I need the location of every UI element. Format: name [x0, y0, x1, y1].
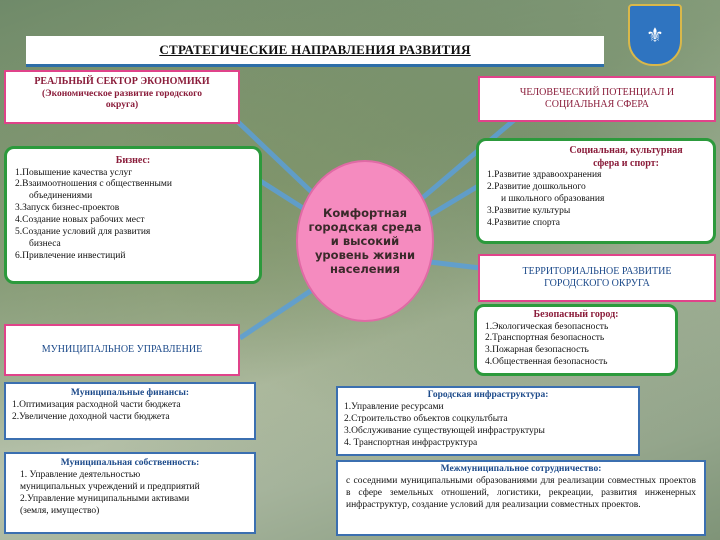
infrastructure-box: Городская инфраструктура: 1.Управление р…: [336, 386, 640, 456]
cooperation-title: Межмуниципальное сотрудничество:: [440, 464, 602, 474]
connector-territorial: [429, 259, 481, 271]
connector-social: [428, 182, 482, 218]
finance-item: 2.Увеличение доходной части бюджета: [12, 411, 170, 422]
business-item: 2.Взаимоотношения с общественными: [15, 179, 172, 190]
city-emblem-icon: ⚜: [628, 4, 682, 66]
safe-city-item: 2.Транспортная безопасность: [485, 333, 605, 344]
page-title-bar: СТРАТЕГИЧЕСКИЕ НАПРАВЛЕНИЯ РАЗВИТИЯ: [26, 36, 604, 67]
business-item: бизнеса: [29, 238, 61, 249]
social-item: 3.Развитие культуры: [487, 205, 571, 216]
municipal-box: МУНИЦИПАЛЬНОЕ УПРАВЛЕНИЕ: [4, 324, 240, 376]
human-potential-title: ЧЕЛОВЕЧЕСКИЙ ПОТЕНЦИАЛ И СОЦИАЛЬНАЯ СФЕР…: [519, 86, 675, 111]
safe-city-box: Безопасный город: 1.Экологическая безопа…: [474, 304, 678, 376]
business-item: 5.Создание условий для развития: [15, 226, 151, 237]
finance-list: 1.Оптимизация расходной части бюджета 2.…: [12, 400, 248, 424]
property-item: (земля, имущество): [20, 505, 100, 516]
cooperation-box: Межмуниципальное сотрудничество: с сосед…: [336, 460, 706, 536]
cooperation-text: с соседними муниципальными образованиями…: [346, 475, 696, 510]
infrastructure-title: Городская инфраструктура:: [427, 390, 549, 400]
safe-city-item: 1.Экологическая безопасность: [485, 321, 609, 332]
social-title-line1: Социальная, культурная: [569, 145, 683, 156]
social-item: и школьного образования: [501, 193, 605, 204]
infrastructure-item: 4. Транспортная инфраструктура: [344, 437, 478, 448]
business-item: 3.Запуск бизнес-проектов: [15, 203, 120, 214]
social-title-line2: сфера и спорт:: [593, 157, 659, 169]
connector-human: [418, 113, 522, 202]
real-sector-subtitle: (Экономическое развитие городского округ…: [42, 88, 203, 111]
safe-city-item: 3.Пожарная безопасность: [485, 345, 589, 356]
finance-item: 1.Оптимизация расходной части бюджета: [12, 399, 181, 410]
municipal-title: МУНИЦИПАЛЬНОЕ УПРАВЛЕНИЕ: [41, 343, 203, 355]
business-item: 4.Создание новых рабочих мест: [15, 215, 145, 225]
property-title: Муниципальная собственность:: [60, 458, 200, 468]
human-potential-box: ЧЕЛОВЕЧЕСКИЙ ПОТЕНЦИАЛ И СОЦИАЛЬНАЯ СФЕР…: [478, 76, 716, 122]
business-item: 1.Повышение качества услуг: [15, 167, 133, 178]
connector-municipal: [238, 287, 314, 341]
property-item: муниципальных учреждений и предприятий: [20, 481, 200, 492]
safe-city-list: 1.Экологическая безопасность 2.Транспорт…: [485, 322, 667, 370]
center-goal-text: Комфортная городская среда и высокий уро…: [308, 206, 422, 276]
infrastructure-list: 1.Управление ресурсами 2.Строительство о…: [344, 402, 632, 450]
property-list: 1. Управление деятельностью муниципальны…: [12, 470, 248, 518]
social-item: 4.Развитие спорта: [487, 217, 560, 228]
real-sector-title: РЕАЛЬНЫЙ СЕКТОР ЭКОНОМИКИ: [34, 76, 210, 87]
social-item: 1.Развитие здравоохранения: [487, 170, 602, 180]
property-box: Муниципальная собственность: 1. Управлен…: [4, 452, 256, 534]
finance-box: Муниципальные финансы: 1.Оптимизация рас…: [4, 382, 256, 440]
finance-title: Муниципальные финансы:: [70, 388, 190, 398]
page-title: СТРАТЕГИЧЕСКИЕ НАПРАВЛЕНИЯ РАЗВИТИЯ: [159, 42, 471, 57]
real-sector-box: РЕАЛЬНЫЙ СЕКТОР ЭКОНОМИКИ (Экономическое…: [4, 70, 240, 124]
property-item: 1. Управление деятельностью: [20, 469, 141, 480]
safe-city-item: 4.Общественная безопасность: [485, 357, 608, 368]
property-item: 2.Управление муниципальными активами: [20, 493, 190, 504]
infrastructure-item: 3.Обслуживание существующей инфраструкту…: [344, 425, 545, 436]
social-list: 1.Развитие здравоохранения 2.Развитие до…: [487, 170, 705, 229]
social-item: 2.Развитие дошкольного: [487, 181, 586, 192]
territorial-box: ТЕРРИТОРИАЛЬНОЕ РАЗВИТИЕ ГОРОДСКОГО ОКРУ…: [478, 254, 716, 302]
business-box: Бизнес: 1.Повышение качества услуг 2.Вза…: [4, 146, 262, 284]
business-item: 6.Привлечение инвестиций: [15, 250, 126, 261]
social-box: Социальная, культурная сфера и спорт: 1.…: [476, 138, 716, 244]
center-goal-ellipse: Комфортная городская среда и высокий уро…: [296, 160, 434, 322]
territorial-title: ТЕРРИТОРИАЛЬНОЕ РАЗВИТИЕ ГОРОДСКОГО ОКРУ…: [522, 265, 672, 290]
safe-city-title: Безопасный город:: [533, 309, 619, 320]
business-title: Бизнес:: [115, 155, 151, 166]
infrastructure-item: 1.Управление ресурсами: [344, 401, 444, 412]
business-list: 1.Повышение качества услуг 2.Взаимоотнош…: [15, 168, 251, 263]
infrastructure-item: 2.Строительство объектов соцкультбыта: [344, 413, 508, 424]
business-item: объединениями: [29, 191, 93, 202]
connector-real-sector: [234, 118, 322, 202]
